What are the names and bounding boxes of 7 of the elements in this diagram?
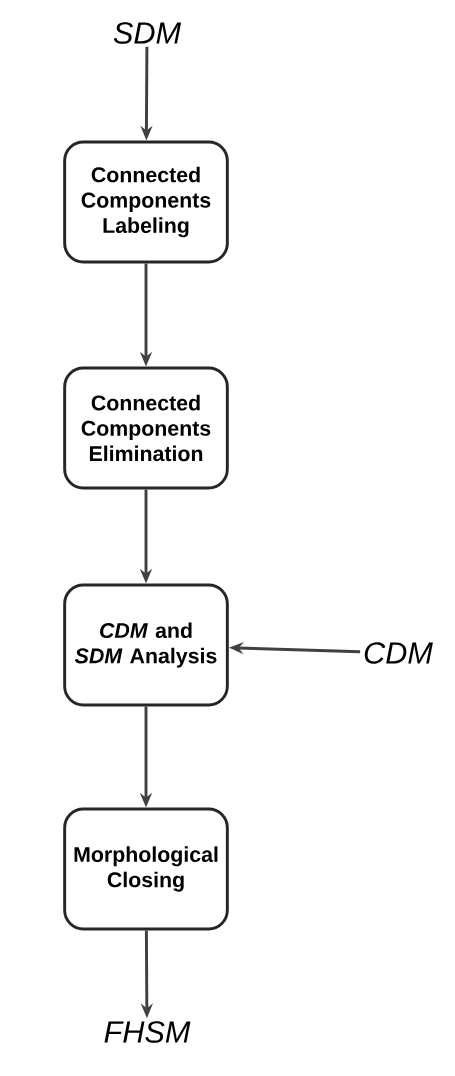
input-label: CDM (364, 642, 433, 664)
process-box: CDM and SDM Analysis (63, 583, 229, 707)
input-label: SDM (113, 22, 182, 44)
process-box: Connected Components Labeling (63, 140, 229, 264)
process-box: Connected Components Elimination (63, 366, 229, 490)
input-label: FHSM (104, 1021, 191, 1043)
process-box: Morphological Closing (63, 807, 229, 931)
